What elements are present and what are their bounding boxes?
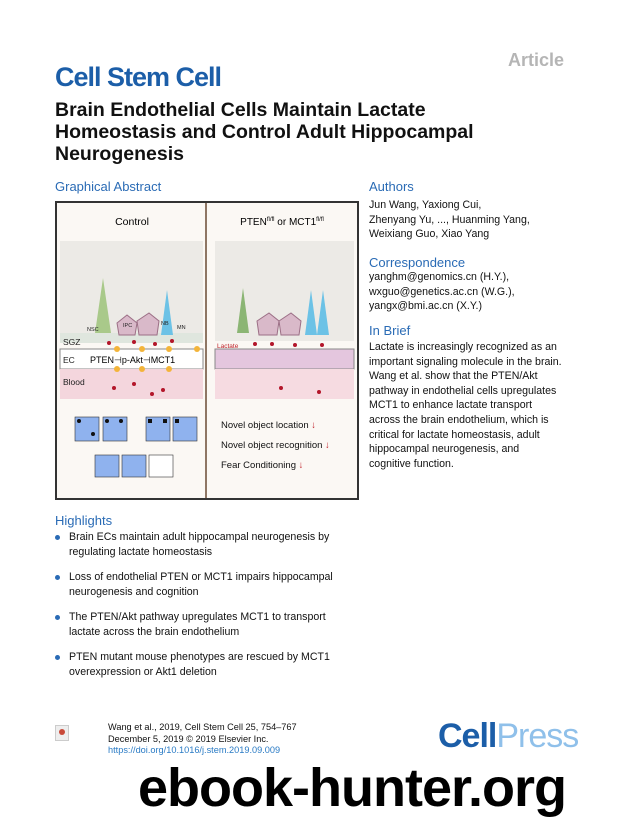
email-link[interactable]: yangx@bmi.ac.cn (X.Y.) xyxy=(369,300,483,313)
journal-logo: Cell Stem Cell xyxy=(55,62,222,92)
graphical-abstract: Control PTENfl/fl or MCT1fl/fl NSC IPC NB M… xyxy=(55,201,359,500)
highlight-item: Brain ECs maintain adult hippocampal neu… xyxy=(55,530,345,559)
down-arrow-icon: ↓ xyxy=(296,460,303,471)
outcome-label: Novel object location ↓ xyxy=(221,420,316,431)
svg-text:IPC: IPC xyxy=(123,323,132,329)
article-title: Brain Endothelial Cells Maintain Lactate… xyxy=(55,99,474,165)
check-for-updates-icon[interactable] xyxy=(55,725,69,741)
svg-text:PTEN⊣p-Akt⊣MCT1: PTEN⊣p-Akt⊣MCT1 xyxy=(90,355,175,365)
control-title: Control xyxy=(115,216,149,228)
down-arrow-icon: ↓ xyxy=(322,440,329,451)
correspondence-heading: Correspondence xyxy=(369,255,466,270)
svg-text:SGZ: SGZ xyxy=(63,337,80,347)
down-arrow-icon: ↓ xyxy=(309,420,316,431)
svg-text:Blood: Blood xyxy=(63,377,85,387)
highlight-item: PTEN mutant mouse phenotypes are rescued… xyxy=(55,650,345,679)
svg-text:MN: MN xyxy=(177,325,186,331)
outcome-label: Fear Conditioning ↓ xyxy=(221,460,303,471)
svg-text:NB: NB xyxy=(161,321,169,327)
outcome-label: Novel object recognition ↓ xyxy=(221,440,330,451)
article-type-label: Article xyxy=(508,50,565,70)
email-link[interactable]: yanghm@genomics.cn (H.Y.), xyxy=(369,271,510,283)
authors-list: Jun Wang, Yaxiong Cui,Zhenyang Yu, ..., … xyxy=(369,199,530,241)
mutant-title: PTENfl/fl or MCT1fl/fl xyxy=(240,217,324,228)
graphical-abstract-heading: Graphical Abstract xyxy=(55,179,162,194)
svg-text:EC: EC xyxy=(63,355,75,365)
highlight-item: Loss of endothelial PTEN or MCT1 impairs… xyxy=(55,570,345,599)
doi-link[interactable]: https://doi.org/10.1016/j.stem.2019.09.0… xyxy=(108,745,281,755)
cellpress-logo: CellPress xyxy=(438,717,579,755)
in-brief-heading: In Brief xyxy=(369,323,411,338)
email-link[interactable]: wxguo@genetics.ac.cn (W.G.), xyxy=(369,285,515,298)
correspondence-emails: yanghm@genomics.cn (H.Y.), wxguo@genetics… xyxy=(369,270,515,314)
authors-heading: Authors xyxy=(369,179,414,194)
svg-text:NSC: NSC xyxy=(87,327,99,333)
citation-footer: Wang et al., 2019, Cell Stem Cell 25, 75… xyxy=(108,722,297,755)
watermark: ebook-hunter.org xyxy=(138,758,567,818)
in-brief-text: Lactate is increasingly recognized as an… xyxy=(369,341,562,470)
svg-text:Lactate: Lactate xyxy=(217,343,239,350)
highlights-heading: Highlights xyxy=(55,513,113,528)
highlight-item: The PTEN/Akt pathway upregulates MCT1 to… xyxy=(55,610,345,639)
